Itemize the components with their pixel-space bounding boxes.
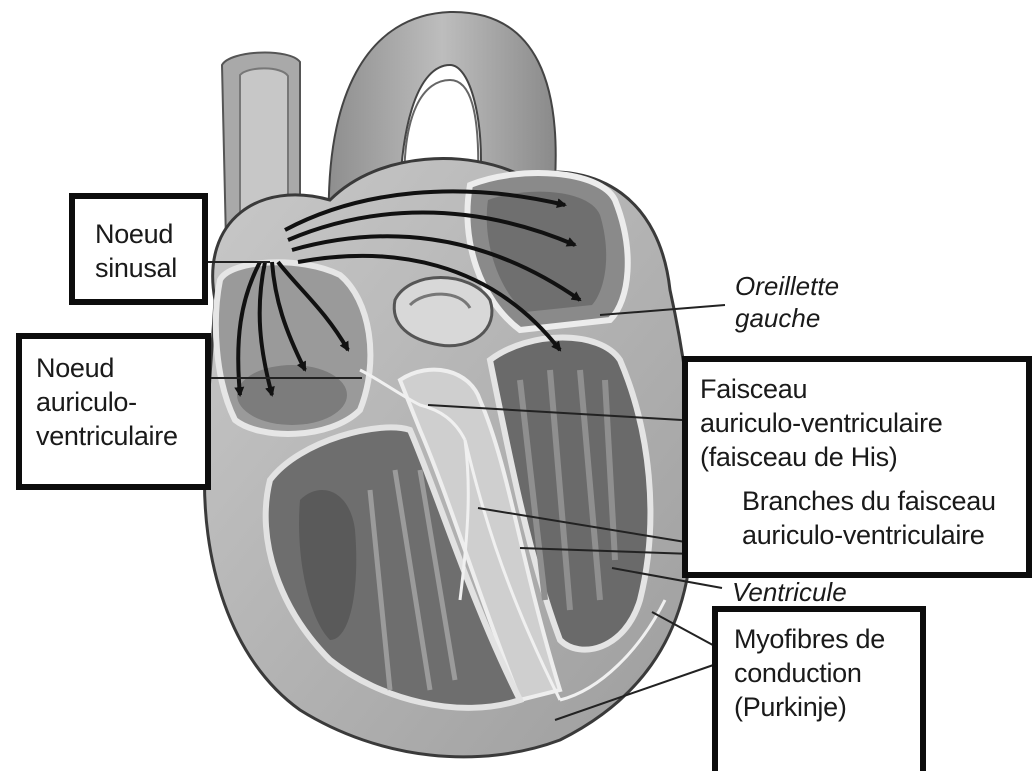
branches-line-1: Branches du faisceau: [700, 484, 1026, 518]
label-myofibres: Myofibres de conduction (Purkinje): [712, 606, 926, 771]
label-ventricule: Ventricule: [732, 576, 847, 608]
label-faisceau-his: Faisceau auriculo-ventriculaire (faiscea…: [682, 356, 1032, 578]
ventricule-text: Ventricule: [732, 576, 847, 608]
label-noeud-auriculo-ventriculaire: Noeud auriculo- ventriculaire: [16, 333, 211, 490]
branches-line-2: auriculo-ventriculaire: [700, 518, 1026, 552]
noeud-av-line-1: Noeud: [36, 351, 205, 385]
noeud-av-line-2: auriculo-: [36, 385, 205, 419]
noeud-sinusal-line-1: Noeud: [95, 217, 202, 251]
myofibres-line-1: Myofibres de: [734, 622, 920, 656]
noeud-av-line-3: ventriculaire: [36, 419, 205, 453]
faisceau-line-1: Faisceau: [700, 372, 1026, 406]
oreillette-line-2: gauche: [735, 302, 839, 334]
faisceau-line-3: (faisceau de His): [700, 440, 1026, 474]
noeud-sinusal-line-2: sinusal: [95, 251, 202, 285]
faisceau-line-2: auriculo-ventriculaire: [700, 406, 1026, 440]
myofibres-line-3: (Purkinje): [734, 690, 920, 724]
myofibres-line-2: conduction: [734, 656, 920, 690]
label-noeud-sinusal: Noeud sinusal: [69, 193, 208, 305]
label-oreillette-gauche: Oreillette gauche: [735, 270, 839, 334]
oreillette-line-1: Oreillette: [735, 270, 839, 302]
